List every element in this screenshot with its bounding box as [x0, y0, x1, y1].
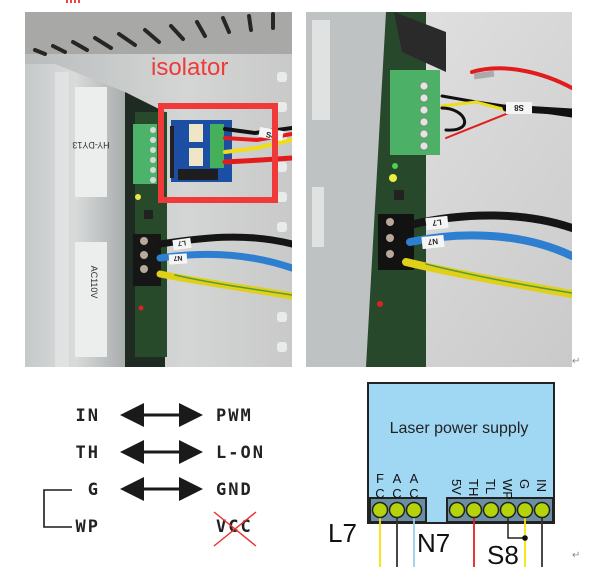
terminal-in	[533, 501, 551, 519]
cable-label-n7: N7	[417, 528, 450, 558]
green-terminal-block	[133, 124, 157, 184]
isolator-pin-header	[170, 126, 174, 178]
s8-tag-text: S8	[514, 103, 524, 112]
n7-tag-text: N7	[173, 254, 183, 262]
l7-tag-text: L7	[431, 218, 442, 228]
signal-right-l-on: L-ON	[216, 443, 265, 463]
vent-slots	[33, 12, 275, 56]
terminal-fc	[371, 501, 389, 519]
l7-tag	[172, 237, 192, 251]
terminal-tl	[482, 501, 500, 519]
l7-tag-text: L7	[177, 238, 186, 246]
g-wp-link-bracket	[43, 489, 72, 528]
photo-isolator-installed: HY-DY13 AC110V	[25, 12, 292, 367]
side-vents	[277, 72, 287, 352]
isolator-annotation: isolator	[151, 54, 229, 81]
device-sticker	[312, 20, 330, 120]
terminal-label: TH	[466, 479, 481, 496]
terminal-label-bottom: C	[392, 486, 401, 501]
terminal-label-top: A	[393, 471, 402, 486]
pcb-button	[144, 210, 153, 219]
terminal-screws	[419, 81, 429, 151]
terminal-label: G	[517, 479, 532, 489]
pcb-button	[394, 190, 404, 200]
device-sticker-1	[75, 87, 107, 197]
ferrule-tip	[473, 70, 495, 80]
isolator-terminal	[210, 124, 224, 168]
terminal-screws	[150, 127, 156, 183]
green-led	[392, 163, 398, 169]
terminal-th	[465, 501, 483, 519]
photo-right-illustration: S8 L7 N7	[306, 12, 572, 367]
terminal-label: WP	[500, 479, 515, 500]
pcb-shadow	[394, 12, 446, 72]
terminal-label-top: F	[376, 471, 384, 486]
optocoupler-2	[189, 148, 203, 166]
terminal-label-bottom: C	[409, 486, 418, 501]
signal-right-pwm: PWM	[216, 406, 253, 426]
wp-g-jumper	[507, 510, 525, 539]
s8-tag	[506, 102, 532, 114]
terminal-ac	[388, 501, 406, 519]
device-sticker-2	[312, 187, 324, 247]
junction-dot	[522, 535, 528, 541]
power-led	[377, 301, 383, 307]
n7-tag	[421, 234, 445, 250]
signal-left-g: G	[88, 480, 100, 500]
paragraph-mark: ↵	[572, 550, 581, 561]
n7-tag	[168, 253, 188, 265]
cable-label-s8: S8	[487, 540, 519, 567]
s8-tag-text: S8	[265, 130, 277, 141]
green-terminal-block	[390, 70, 440, 155]
terminal-label-bottom: C	[375, 486, 384, 501]
top-crop-artifact	[66, 0, 82, 3]
terminal-label-top: A	[410, 471, 419, 486]
yellow-led	[389, 174, 397, 182]
terminal-label: IN	[534, 479, 549, 492]
terminal-label: 5V	[449, 479, 464, 495]
photo-left-illustration: HY-DY13 AC110V	[25, 12, 292, 367]
housing-edge	[55, 72, 69, 367]
mains-screws	[140, 237, 148, 273]
terminal-ac	[405, 501, 423, 519]
psu-title: Laser power supply	[390, 420, 529, 437]
terminal-g	[516, 501, 534, 519]
device-sticker-2-text: AC110V	[89, 266, 99, 299]
terminal-5v	[448, 501, 466, 519]
l7-tag	[425, 215, 449, 231]
photo-direct-wiring: S8 L7 N7	[306, 12, 572, 367]
signal-left-th: TH	[76, 443, 100, 463]
optocoupler-1	[189, 124, 203, 142]
terminal-label: TL	[483, 479, 498, 494]
isolator-wires	[222, 126, 292, 165]
status-led	[135, 194, 141, 200]
device-sticker-2	[75, 242, 107, 357]
isolator-relay	[178, 169, 218, 180]
n7-tag-text: N7	[427, 236, 439, 246]
signal-left-wp: WP	[76, 517, 100, 537]
isolator-highlight-box	[158, 103, 278, 203]
cable-label-l7: L7	[328, 518, 357, 548]
paragraph-mark: ↵	[572, 356, 581, 367]
cross-out-icon	[213, 511, 257, 547]
terminal-wp	[499, 501, 517, 519]
device-sticker-1-text: HY-DY13	[72, 140, 109, 150]
power-led	[138, 305, 144, 311]
signal-right-gnd: GND	[216, 480, 253, 500]
mains-screws	[386, 218, 394, 258]
signal-left-in: IN	[76, 406, 100, 426]
vent-strip	[25, 12, 292, 54]
